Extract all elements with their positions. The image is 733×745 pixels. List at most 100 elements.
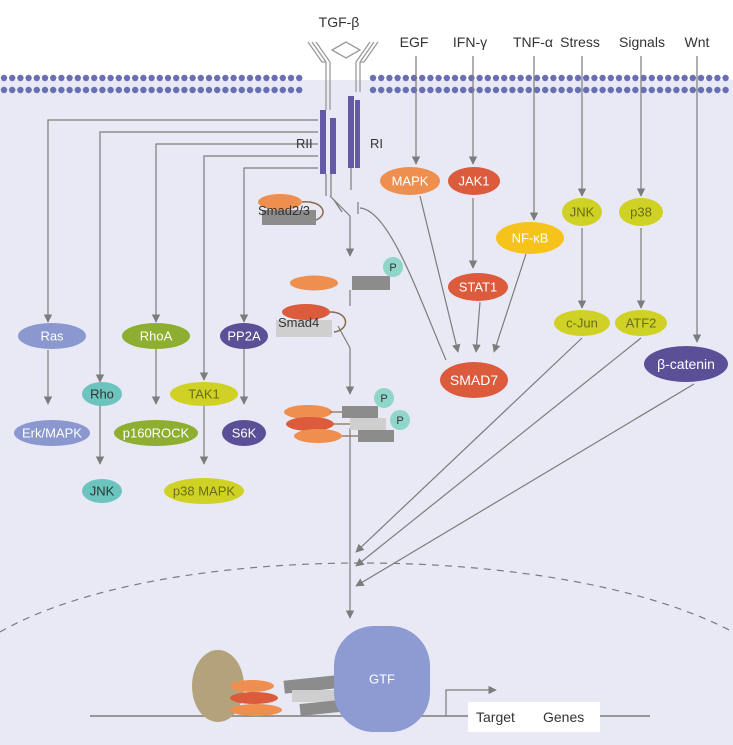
membrane-dot xyxy=(624,74,631,82)
rhoa-label: RhoA xyxy=(140,329,173,344)
membrane-dot xyxy=(296,86,303,94)
membrane-dot xyxy=(279,86,286,94)
membrane-dot xyxy=(722,74,729,82)
membrane-dot xyxy=(189,86,196,94)
membrane-dot xyxy=(66,74,73,82)
erk-mapk-node xyxy=(14,420,90,446)
cjun-node xyxy=(554,310,610,336)
membrane-dot xyxy=(33,86,40,94)
label-ri: RI xyxy=(370,136,383,151)
membrane-dot xyxy=(443,74,450,82)
membrane-dot xyxy=(509,74,516,82)
membrane-dot xyxy=(115,86,123,94)
tgf-beta-ligand xyxy=(307,41,379,110)
membrane-dot xyxy=(648,74,655,82)
membrane-dot xyxy=(222,86,229,94)
receptor-rii xyxy=(320,110,336,196)
membrane-dot xyxy=(205,74,213,82)
membrane-dot xyxy=(369,74,377,82)
membrane-dot xyxy=(722,86,729,94)
membrane-dot xyxy=(566,74,573,82)
membrane-dot xyxy=(451,74,459,82)
membrane-dot xyxy=(197,74,204,82)
membrane-dot xyxy=(148,74,155,82)
membrane-dot xyxy=(402,74,409,82)
membrane-dot xyxy=(255,86,262,94)
membrane-dot xyxy=(214,74,221,82)
membrane-dot xyxy=(99,74,106,82)
p38-label: p38 xyxy=(630,205,652,220)
membrane-dot xyxy=(501,86,508,94)
membrane-dot xyxy=(115,74,123,82)
bcatenin-label: β-catenin xyxy=(657,356,715,372)
membrane-dot xyxy=(74,74,82,82)
membrane-dot xyxy=(574,74,582,82)
membrane-dot xyxy=(156,86,163,94)
label-p2: P xyxy=(380,393,387,405)
membrane-dot xyxy=(378,74,385,82)
smad-trimer xyxy=(284,388,410,443)
membrane-dot xyxy=(74,86,82,94)
membrane-dot xyxy=(91,86,98,94)
membrane-dot xyxy=(238,86,245,94)
membrane-dot xyxy=(468,74,475,82)
s6k-node xyxy=(222,420,266,446)
membrane-dot xyxy=(689,74,696,82)
membrane-dot xyxy=(205,86,213,94)
cell-membrane xyxy=(0,74,729,94)
membrane-dot xyxy=(558,86,565,94)
membrane-dot xyxy=(107,74,114,82)
membrane-dot xyxy=(9,86,16,94)
membrane-dot xyxy=(82,74,90,82)
membrane-dot xyxy=(681,74,688,82)
membrane-dot xyxy=(17,86,24,94)
membrane-dot xyxy=(714,86,721,94)
membrane-dot xyxy=(246,86,254,94)
membrane-dot xyxy=(533,74,541,82)
membrane-dot xyxy=(214,86,221,94)
membrane-dot xyxy=(697,74,705,82)
membrane-dot xyxy=(697,86,705,94)
membrane-dot xyxy=(378,86,385,94)
genes-label: Genes xyxy=(543,709,584,725)
membrane-dot xyxy=(501,74,508,82)
jnk-label: JNK xyxy=(570,205,595,220)
membrane-dot xyxy=(222,74,229,82)
jnk-left-label: JNK xyxy=(90,484,115,499)
membrane-dot xyxy=(427,74,434,82)
membrane-dot xyxy=(173,86,180,94)
membrane-dot xyxy=(640,86,647,94)
membrane-dot xyxy=(287,74,295,82)
gtf-label: GTF xyxy=(369,672,395,687)
membrane-dot xyxy=(632,86,639,94)
label-smad23: Smad2/3 xyxy=(258,203,310,218)
membrane-dot xyxy=(435,74,442,82)
pp2a-label: PP2A xyxy=(227,329,261,344)
membrane-dot xyxy=(542,86,549,94)
membrane-dot xyxy=(369,86,377,94)
smad23-complex xyxy=(258,194,324,225)
ras-label: Ras xyxy=(40,329,64,344)
membrane-dot xyxy=(599,74,606,82)
membrane-dot xyxy=(271,74,278,82)
membrane-dot xyxy=(132,74,139,82)
s6k-label: S6K xyxy=(232,426,257,441)
membrane-dot xyxy=(533,86,541,94)
membrane-dot xyxy=(640,74,647,82)
membrane-dot xyxy=(583,86,590,94)
mapk-label: MAPK xyxy=(392,174,429,189)
target-genes-box xyxy=(468,702,600,732)
membrane-dot xyxy=(263,86,270,94)
membrane-dot xyxy=(665,86,672,94)
atf2-node xyxy=(615,310,667,336)
membrane-dot xyxy=(558,74,565,82)
membrane-dot xyxy=(525,74,532,82)
membrane-dot xyxy=(706,74,713,82)
membrane-dot xyxy=(648,86,655,94)
membrane-dot xyxy=(517,86,524,94)
membrane-dot xyxy=(255,74,262,82)
membrane-dot xyxy=(615,74,623,82)
membrane-dot xyxy=(525,86,532,94)
membrane-dot xyxy=(394,74,401,82)
label-p3: P xyxy=(396,415,403,427)
